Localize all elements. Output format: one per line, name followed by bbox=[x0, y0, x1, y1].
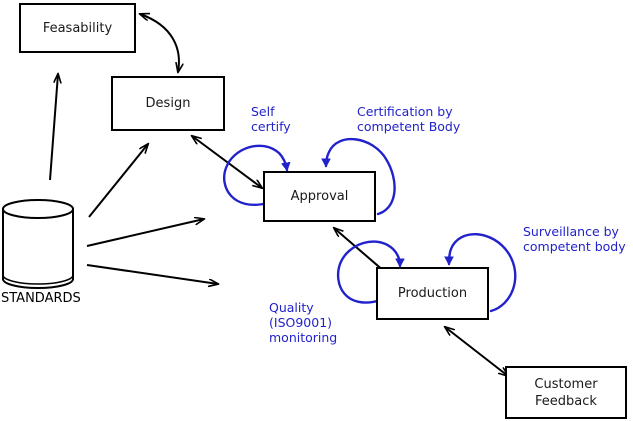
edge-standards-approval bbox=[86, 219, 204, 247]
edge-standards-feasability bbox=[49, 74, 58, 181]
loop-quality-monitoring bbox=[336, 240, 400, 304]
node-customer-feedback-label: Customer Feedback bbox=[534, 376, 598, 409]
edge-standards-design bbox=[88, 144, 148, 218]
edge-standards-production bbox=[86, 264, 218, 284]
node-approval[interactable]: Approval bbox=[263, 171, 376, 222]
annotation-certification-by-competent-body: Certification by competent Body bbox=[357, 104, 461, 134]
node-design-label: Design bbox=[145, 96, 191, 111]
edge-design-approval bbox=[192, 136, 262, 188]
node-approval-label: Approval bbox=[290, 189, 349, 204]
loop-certification bbox=[326, 138, 396, 216]
node-design[interactable]: Design bbox=[111, 76, 225, 131]
annotation-self-certify: Self certify bbox=[251, 104, 291, 134]
node-standards-label: STANDARDS bbox=[1, 291, 81, 306]
node-production[interactable]: Production bbox=[376, 267, 489, 320]
edge-production-customer-feedback bbox=[445, 327, 508, 376]
node-production-label: Production bbox=[397, 286, 468, 301]
edge-feasability-design bbox=[140, 14, 179, 72]
node-feasability[interactable]: Feasability bbox=[19, 3, 136, 53]
annotation-surveillance-by-competent-body: Surveillance by competent body bbox=[523, 224, 626, 254]
node-feasability-label: Feasability bbox=[42, 20, 113, 36]
loop-surveillance bbox=[449, 233, 517, 313]
node-customer-feedback[interactable]: Customer Feedback bbox=[505, 366, 627, 419]
annotation-quality-iso9001-monitoring: Quality (ISO9001) monitoring bbox=[269, 300, 338, 345]
loop-self-certify bbox=[223, 144, 287, 206]
standards-cylinder-shape bbox=[2, 199, 74, 289]
